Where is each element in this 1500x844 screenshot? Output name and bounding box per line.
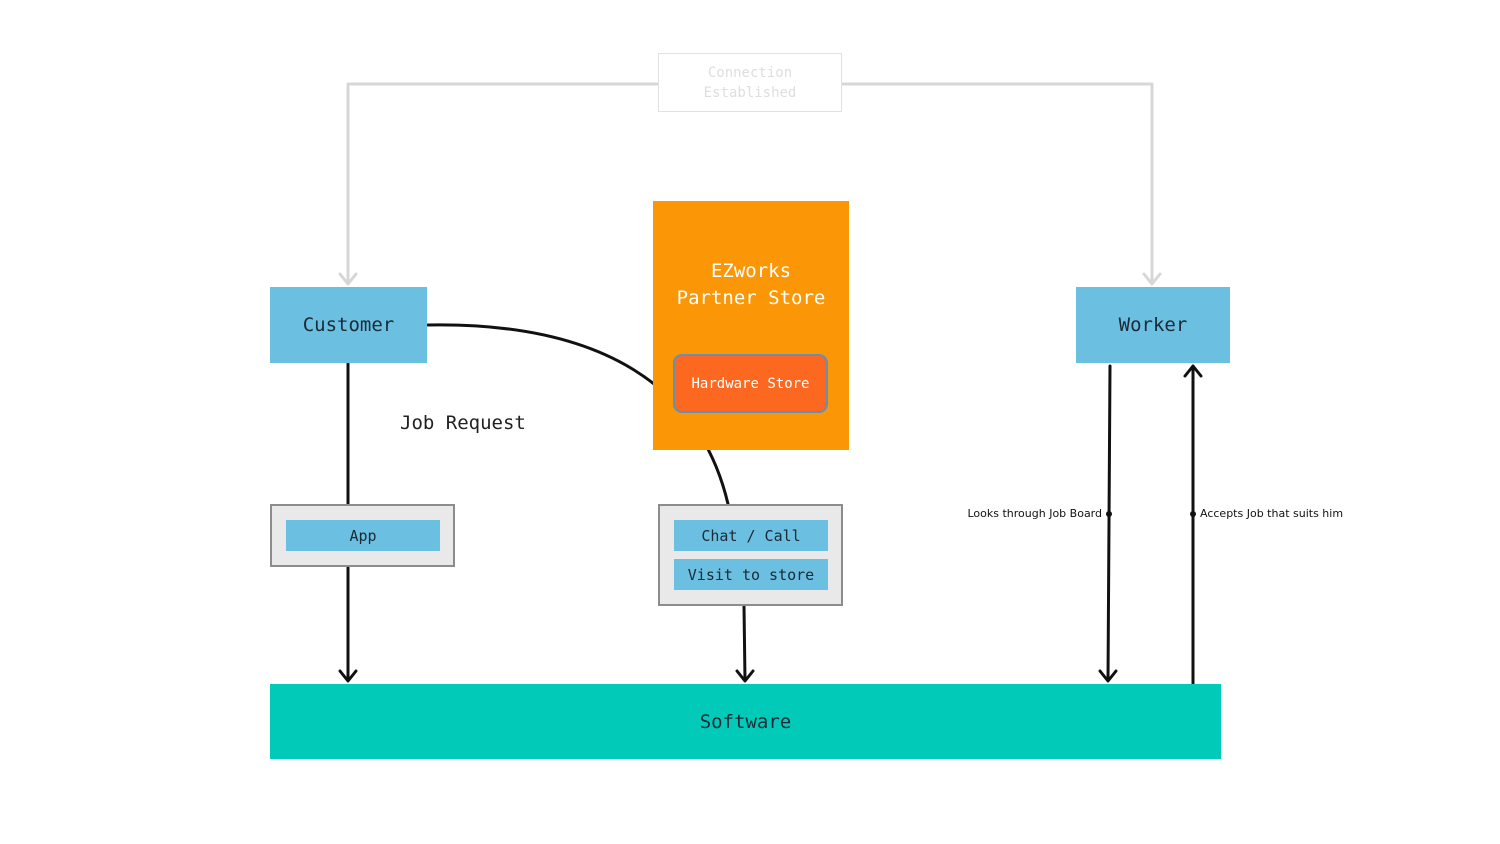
software-label: Software	[699, 710, 792, 733]
visit-store-node: Visit to store	[674, 559, 828, 590]
partner-store-title-line2: Partner Store	[676, 287, 826, 309]
partner-store-title: EZworks Partner Store	[653, 258, 849, 312]
worker-to-software-arrowhead	[1098, 669, 1118, 683]
customer-to-chat-curve	[426, 323, 730, 506]
worker-node: Worker	[1076, 287, 1230, 363]
app-node: App	[286, 520, 440, 551]
customer-node: Customer	[270, 287, 427, 363]
app-to-software-arrowhead	[338, 669, 358, 683]
connection-arrowhead-worker	[1142, 272, 1162, 286]
hardware-store-label: Hardware Store	[691, 375, 810, 392]
partner-store-title-line1: EZworks	[710, 260, 792, 282]
accepts-dot-icon	[1190, 511, 1196, 517]
app-frame: App	[270, 504, 455, 567]
partner-store-node: EZworks Partner Store Hardware Store	[653, 201, 849, 450]
contact-to-software-arrowhead	[735, 669, 755, 683]
looks-through-job-board-label: Looks through Job Board	[967, 507, 1103, 520]
connection-arrowhead-customer	[338, 272, 358, 286]
connection-established-box: Connection Established	[658, 53, 842, 112]
worker-label: Worker	[1118, 314, 1188, 336]
software-node: Software	[270, 684, 1221, 759]
accepts-job-label: Accepts Job that suits him	[1200, 507, 1344, 520]
connection-line-left	[346, 82, 660, 285]
software-to-worker-arrowhead	[1183, 364, 1203, 378]
connection-line-right	[840, 82, 1154, 285]
worker-to-software-line	[1106, 364, 1112, 682]
job-request-label: Job Request	[400, 412, 526, 434]
contact-to-software-line	[742, 604, 747, 682]
looks-dot-icon	[1106, 511, 1112, 517]
contact-frame: Chat / Call Visit to store	[658, 504, 843, 606]
hardware-store-node: Hardware Store	[673, 354, 828, 413]
chat-call-node: Chat / Call	[674, 520, 828, 551]
connection-line2-text: Established	[703, 84, 797, 101]
connection-line1-text: Connection	[707, 64, 793, 81]
customer-label: Customer	[302, 314, 395, 336]
